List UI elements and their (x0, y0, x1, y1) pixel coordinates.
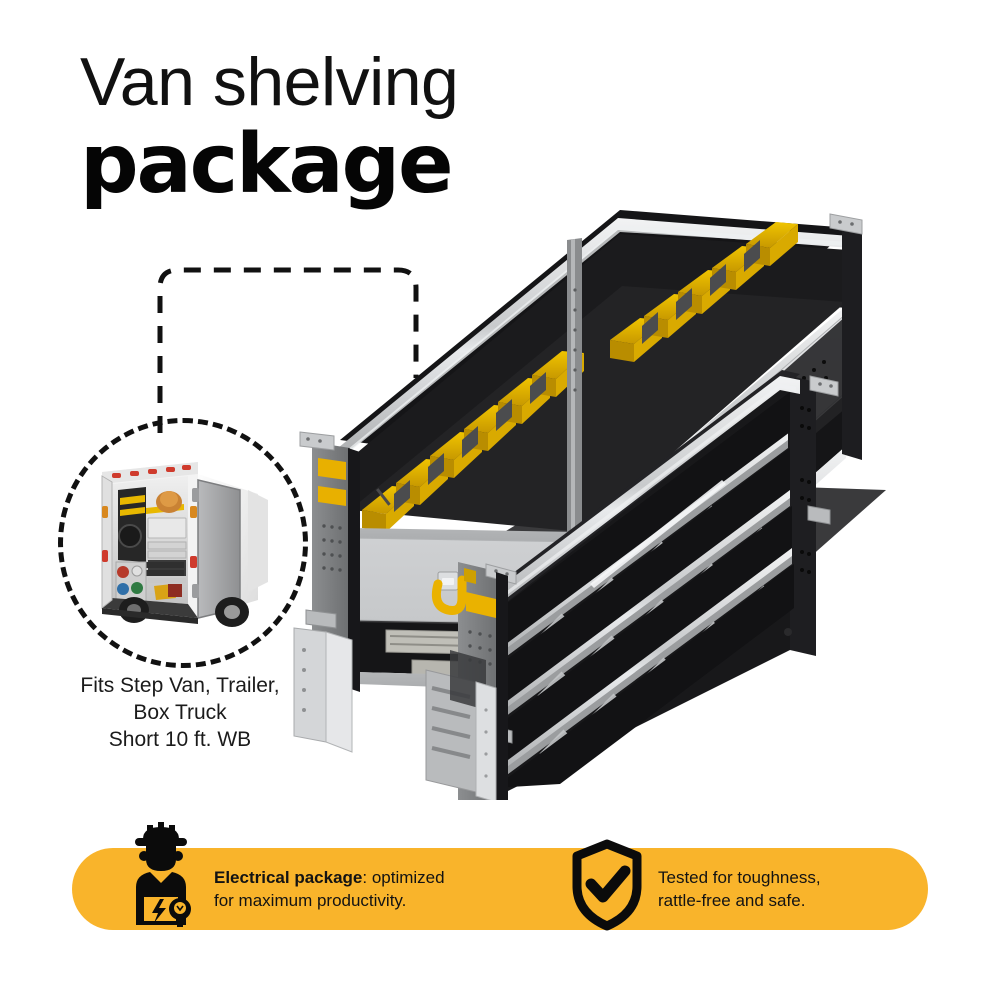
shelving-package-render (290, 180, 890, 824)
fit-caption-line-3: Short 10 ft. WB (108, 728, 252, 751)
title-line-1: Van shelving (80, 44, 459, 120)
van-interior-photo (72, 432, 294, 654)
front-left-end-panel (425, 562, 517, 824)
dashed-circle-border (58, 418, 308, 668)
features-banner: Electrical package: optimized for maximu… (72, 822, 928, 931)
feature-tested-line-1: Tested for toughness, (658, 868, 821, 887)
title-line-2: package (80, 117, 454, 212)
feature-tested-line-2: rattle-free and safe. (658, 891, 806, 910)
fit-caption-line-1: Fits Step Van, Trailer, (80, 674, 280, 697)
left-end-panel (299, 431, 360, 692)
parts-bins-row (362, 222, 798, 532)
dashed-connector-line (157, 267, 419, 433)
electrician-worker-icon (122, 822, 200, 931)
feature-electrical-package: Electrical package: optimized for maximu… (122, 822, 445, 931)
front-shelving-unit (425, 370, 839, 824)
feature-tested-toughness: Tested for toughness, rattle-free and sa… (570, 839, 821, 931)
wheel-well-bracket (293, 627, 353, 753)
shield-check-icon (570, 839, 644, 931)
fit-caption-line-2: Box Truck (133, 701, 227, 724)
feature-electrical-line-2: for maximum productivity. (214, 891, 407, 910)
feature-tested-text: Tested for toughness, rattle-free and sa… (658, 866, 821, 912)
fit-caption: Fits Step Van, Trailer, Box Truck Short … (20, 672, 340, 753)
feature-electrical-text: Electrical package: optimized for maximu… (214, 866, 445, 912)
van-inset-figure (58, 418, 308, 668)
page-title: Van shelving package (80, 44, 700, 208)
cabinet-latch (437, 571, 459, 591)
feature-electrical-after-bold: : optimized (362, 868, 445, 887)
feature-electrical-bold-label: Electrical package (214, 868, 363, 887)
